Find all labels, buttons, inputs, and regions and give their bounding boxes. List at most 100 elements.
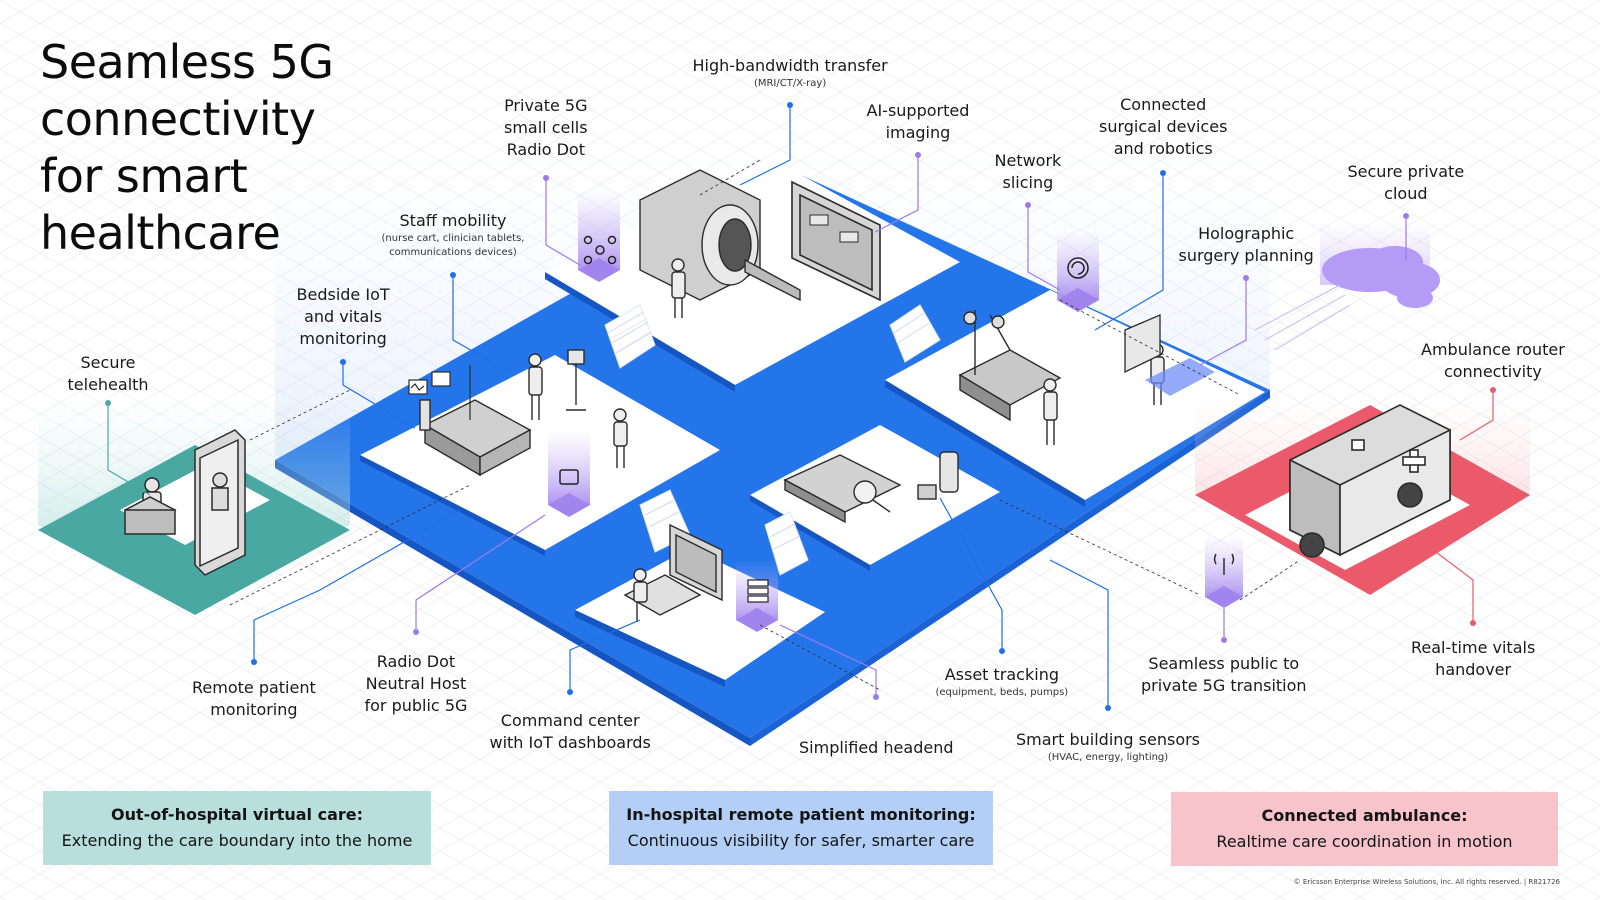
label-line: and vitals	[304, 307, 383, 326]
box-in-hospital: In-hospital remote patient monitoring: C…	[609, 791, 993, 865]
box-heading: In-hospital remote patient monitoring:	[626, 805, 976, 824]
label-line: Connected	[1120, 95, 1207, 114]
callout-lines	[107, 105, 1494, 708]
dashed-links	[229, 159, 1301, 691]
label-line: monitoring	[210, 700, 298, 719]
title-line: for smart	[40, 149, 248, 203]
doctor-figure-icon	[633, 568, 648, 622]
label-line: slicing	[1002, 173, 1054, 192]
label-subtext: (MRI/CT/X-ray)	[753, 78, 827, 89]
surgical-robot-icon	[958, 310, 1062, 422]
label-command-center: Command center with IoT dashboards	[490, 710, 651, 754]
label-line: surgical devices	[1099, 117, 1228, 136]
label-line: surgery planning	[1178, 246, 1314, 265]
copyright-notice: © Ericsson Enterprise Wireless Solutions…	[1293, 878, 1560, 886]
label-line: Radio Dot	[376, 652, 456, 671]
callout-dots	[105, 102, 1496, 711]
stairs-steps	[607, 311, 930, 550]
title-line: connectivity	[40, 92, 316, 146]
label-line: Real-time vitals	[1411, 638, 1536, 657]
page-title: Seamless 5G connectivity for smart healt…	[40, 34, 334, 262]
label-line: High-bandwidth transfer	[692, 56, 888, 75]
label-network-slicing: Network slicing	[995, 150, 1062, 194]
hospital-base-edge	[275, 460, 750, 746]
label-line: and robotics	[1113, 139, 1213, 158]
label-line: cloud	[1384, 184, 1428, 203]
label-connected-surgical: Connected surgical devices and robotics	[1099, 94, 1227, 160]
label-asset-tracking: Asset tracking (equipment, beds, pumps)	[936, 664, 1069, 700]
room-bedside	[360, 355, 720, 556]
label-line: Network	[994, 151, 1062, 170]
label-bedside-iot: Bedside IoT and vitals monitoring	[297, 284, 390, 350]
label-line: AI-supported	[866, 101, 970, 120]
label-line: for public 5G	[364, 696, 468, 715]
label-line: Neutral Host	[365, 674, 467, 693]
tablet-video-call-icon	[194, 429, 246, 576]
stairs	[604, 304, 941, 576]
antenna-icon	[1213, 553, 1235, 575]
label-line: telehealth	[67, 375, 149, 394]
label-holographic: Holographic surgery planning	[1179, 223, 1314, 267]
doctor-figure-icon	[528, 353, 628, 468]
label-line: Private 5G	[504, 96, 588, 115]
ambulance-icon	[1289, 404, 1451, 558]
label-subtext: (HVAC, energy, lighting)	[1047, 752, 1169, 763]
label-line: Ambulance router	[1421, 340, 1565, 359]
label-line: Radio Dot	[506, 140, 585, 159]
label-line: Secure private	[1347, 162, 1465, 181]
label-smart-building: Smart building sensors (HVAC, energy, lig…	[1016, 729, 1200, 765]
title-line: Seamless 5G	[40, 35, 334, 89]
label-line: Remote patient	[192, 678, 316, 697]
box-heading: Connected ambulance:	[1261, 806, 1468, 825]
label-line: Asset tracking	[944, 665, 1059, 684]
label-line: Staff mobility	[399, 211, 507, 230]
label-line: Holographic	[1198, 224, 1295, 243]
label-secure-cloud: Secure private cloud	[1348, 161, 1465, 205]
hospital-bed-icon	[419, 399, 532, 477]
label-line: monitoring	[299, 329, 387, 348]
label-line: with IoT dashboards	[489, 733, 651, 752]
label-high-bandwidth: High-bandwidth transfer (MRI/CT/X-ray)	[693, 55, 888, 91]
label-subtext: (equipment, beds, pumps)	[935, 687, 1069, 698]
cloud-links	[1254, 284, 1351, 351]
cloud-icon	[1322, 246, 1440, 308]
label-line: Secure	[80, 353, 136, 372]
label-ambulance-router: Ambulance router connectivity	[1421, 339, 1565, 383]
room-surgery	[885, 290, 1265, 507]
hospital-base-edge-r	[750, 390, 1270, 746]
box-description: Realtime care coordination in motion	[1216, 832, 1513, 851]
radio-dot-icon	[559, 235, 617, 485]
label-line: handover	[1435, 660, 1512, 679]
box-ambulance: Connected ambulance: Realtime care coord…	[1171, 792, 1558, 866]
hologram-icon	[1124, 314, 1215, 396]
box-description: Continuous visibility for safer, smarter…	[627, 831, 975, 850]
label-subtext: (nurse cart, clinician tablets,	[381, 233, 525, 244]
title-line: healthcare	[40, 206, 281, 260]
label-seamless-transition: Seamless public to private 5G transition	[1141, 653, 1307, 697]
label-line: Smart building sensors	[1016, 730, 1201, 749]
label-subtext: communications devices)	[389, 247, 517, 258]
label-secure-telehealth: Secure telehealth	[68, 352, 149, 396]
headend-server-icon	[747, 579, 769, 603]
label-line: Bedside IoT	[296, 285, 390, 304]
label-line: Simplified headend	[799, 738, 954, 757]
dashboard-screen-icon	[623, 523, 723, 616]
label-simplified-headend: Simplified headend	[799, 737, 953, 759]
vitals-monitor-icon	[408, 365, 471, 420]
network-slicing-icon	[1067, 257, 1089, 279]
label-line: connectivity	[1443, 362, 1542, 381]
label-line: Seamless public to	[1148, 654, 1300, 673]
patient-chair-icon	[123, 477, 177, 535]
asset-tracker-icon	[783, 451, 959, 524]
doctor-figure-icon	[671, 258, 686, 318]
label-staff-mobility: Staff mobility (nurse cart, clinician tab…	[382, 210, 525, 260]
label-line: Command center	[500, 711, 640, 730]
box-out-of-hospital: Out-of-hospital virtual care: Extending …	[43, 791, 431, 865]
label-remote-patient: Remote patient monitoring	[192, 677, 316, 721]
label-realtime-vitals: Real-time vitals handover	[1411, 637, 1535, 681]
label-line: private 5G transition	[1141, 676, 1307, 695]
